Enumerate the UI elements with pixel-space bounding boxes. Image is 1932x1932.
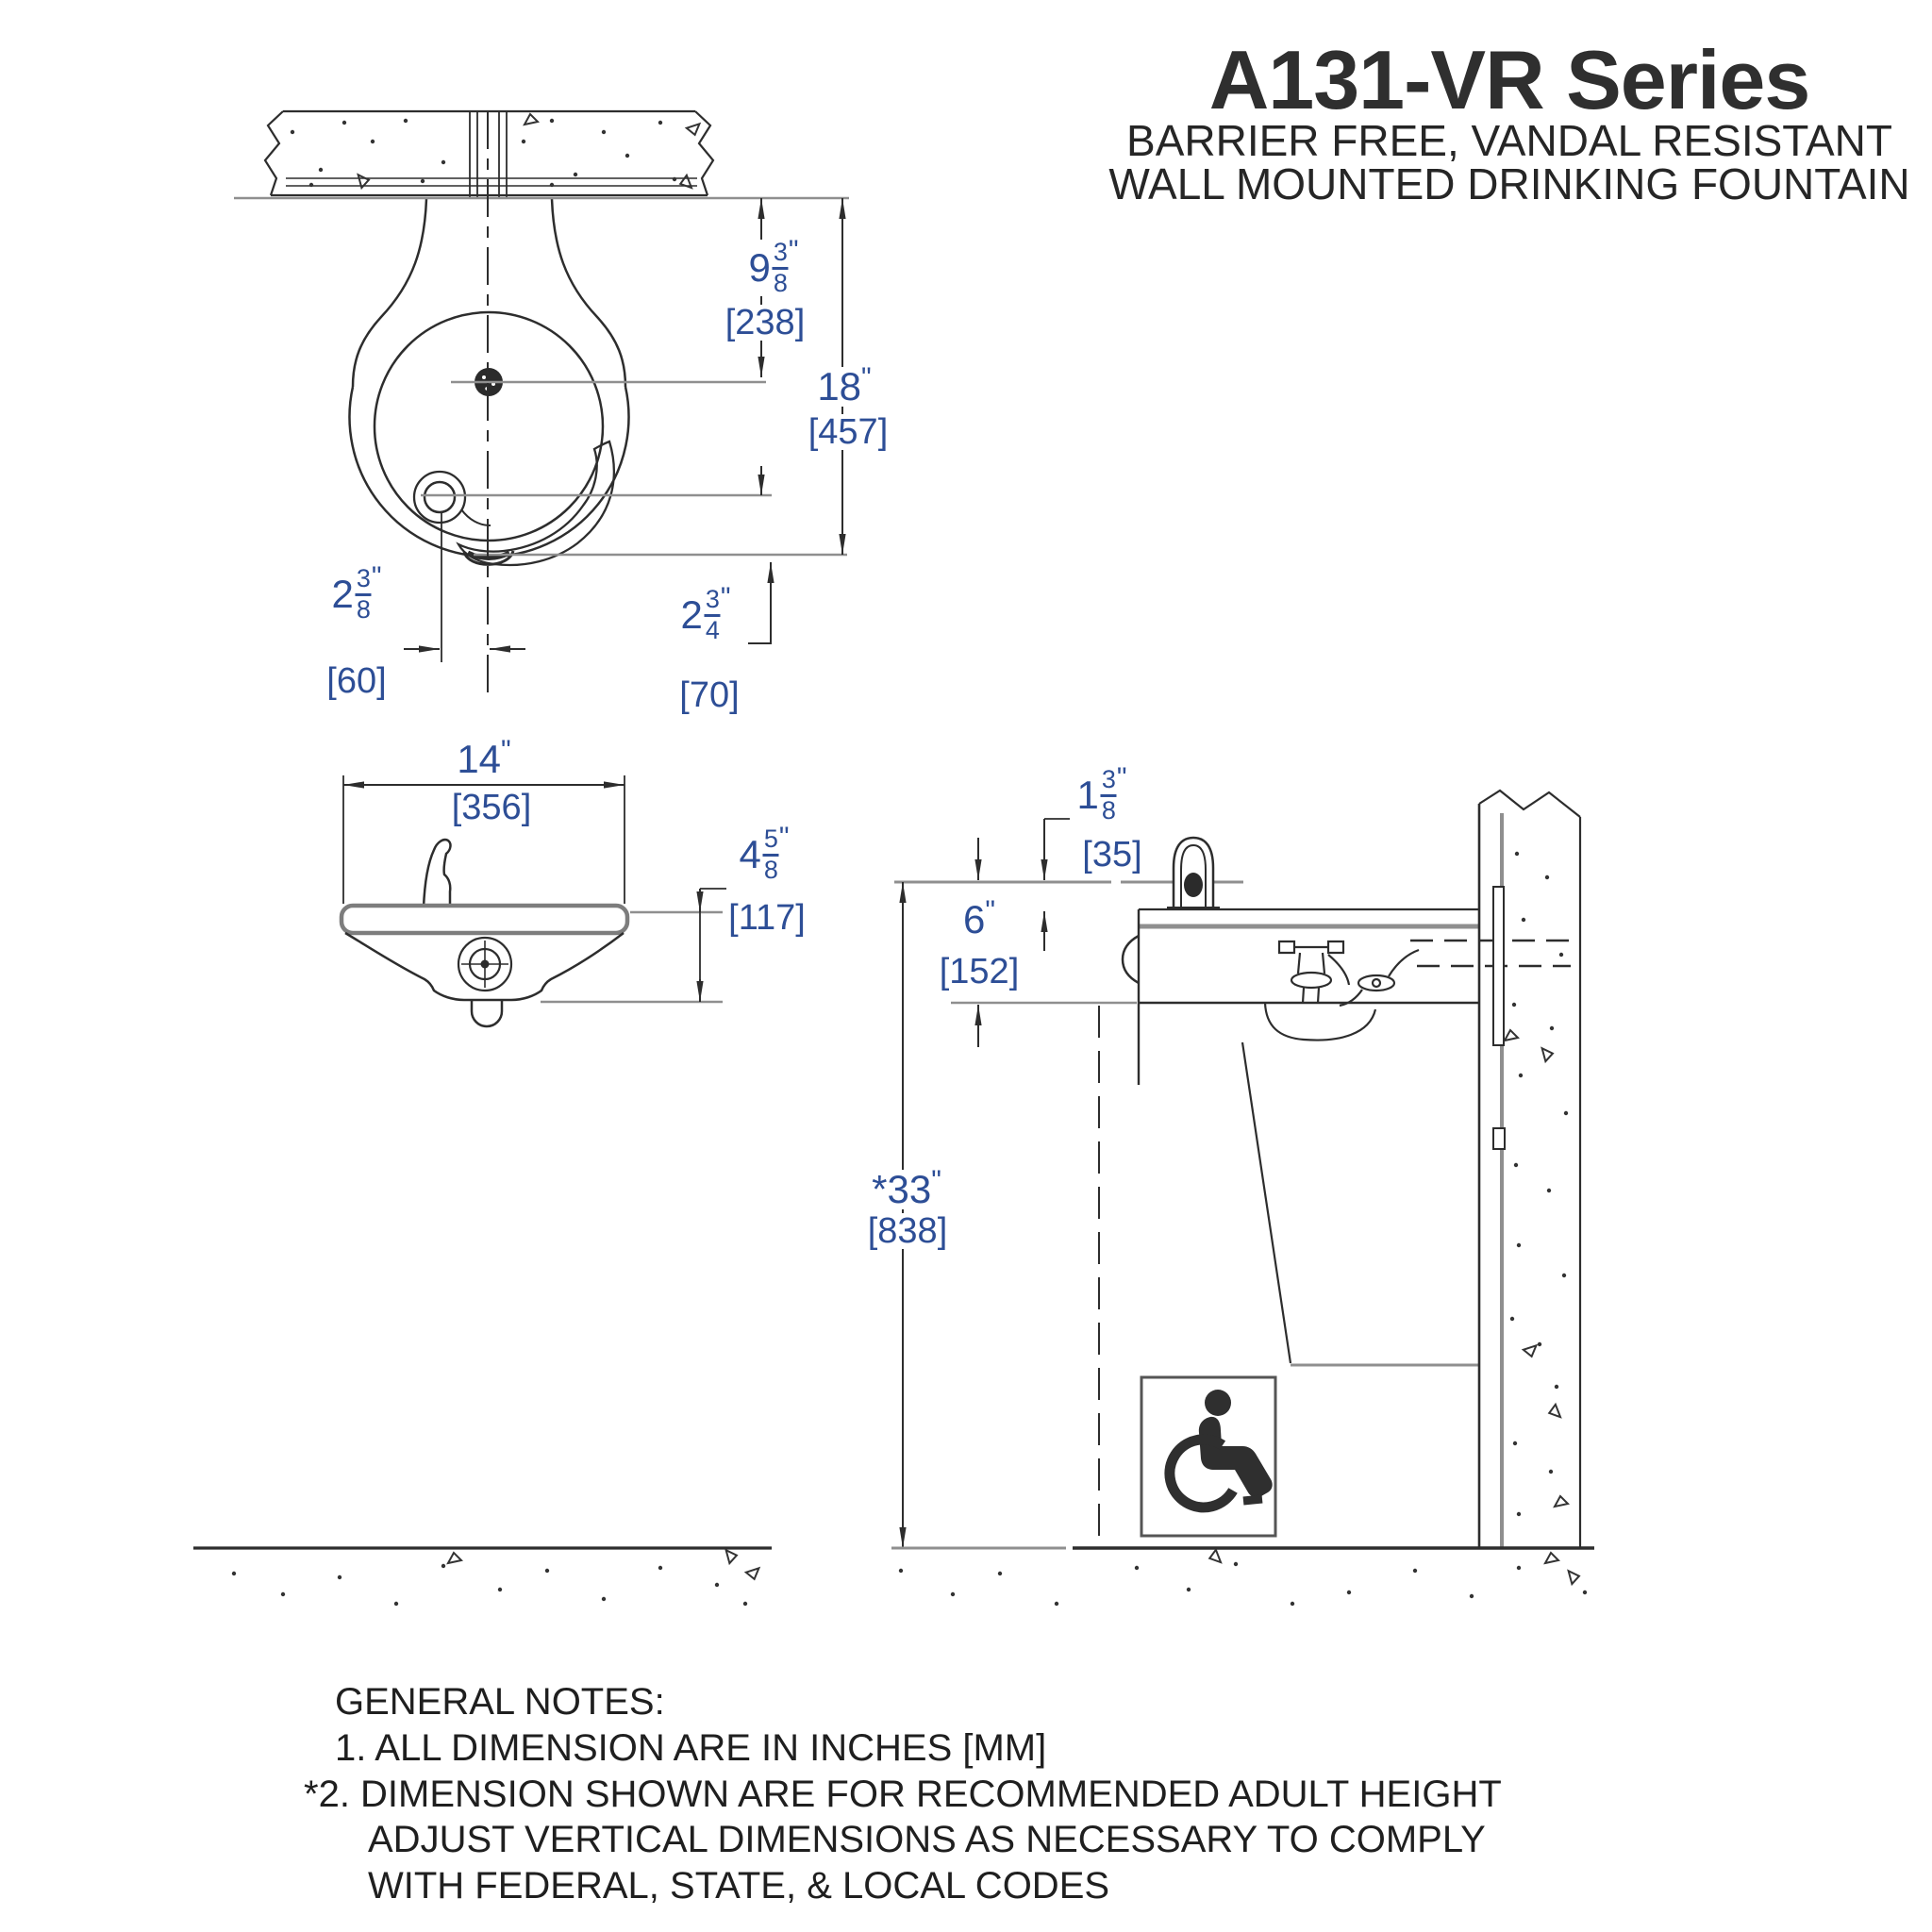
waste-outlet [470, 1000, 504, 1028]
dim-button-offset-mm: [60] [324, 663, 390, 699]
dim-value: 9 [748, 245, 771, 290]
note-line-3: ADJUST VERTICAL DIMENSIONS AS NECESSARY … [368, 1819, 1486, 1860]
wall-section-plan [263, 109, 715, 199]
side-view-drawing [894, 789, 1582, 1548]
note-line-2: *2. DIMENSION SHOWN ARE FOR RECOMMENDED … [304, 1774, 1502, 1815]
supply-lines-hidden [1410, 939, 1571, 968]
trap [1263, 1002, 1377, 1041]
front-view-drawing [339, 775, 726, 1028]
wheelchair-icon [1140, 1375, 1277, 1538]
mounting-plate [1492, 886, 1505, 1046]
spout-guard [456, 440, 615, 567]
valve-assembly [1263, 940, 1420, 1041]
dim-width-mm: [356] [448, 790, 535, 825]
top-view-reference-lines [234, 196, 849, 557]
body-height-dimension [541, 888, 726, 1004]
floor-line [193, 1546, 1594, 1607]
dim-bubbler-height-mm: [35] [1079, 837, 1145, 873]
push-button-collar [412, 470, 467, 525]
fountain-body-side [1121, 908, 1479, 1085]
top-view-drawing [234, 109, 849, 698]
page-title: A131-VR Series [1208, 33, 1811, 126]
basin-underside [344, 931, 625, 1002]
dim-body-depth-mm: [152] [936, 954, 1023, 990]
concrete-stipple [1503, 851, 1571, 1517]
note-line-4: WITH FEDERAL, STATE, & LOCAL CODES [368, 1865, 1110, 1907]
fountain-rim-front [339, 903, 630, 936]
dim-overall-depth-mm: [457] [805, 414, 891, 450]
dim-body-depth: 6" [959, 897, 999, 940]
notes-heading: GENERAL NOTES: [335, 1681, 665, 1723]
bubbler-front-profile [422, 838, 452, 909]
dim-rim-height: *33" [869, 1167, 944, 1209]
wall-section-side [1477, 789, 1582, 1548]
mounting-bracket [1492, 1127, 1506, 1150]
dim-rim-height-mm: [838] [864, 1213, 951, 1249]
dim-bubbler-setback-mm: [238] [722, 305, 808, 341]
waste-line [1241, 1041, 1479, 1367]
bubbler-side [1167, 836, 1220, 910]
dim-body-height-mm: [117] [725, 900, 808, 936]
subtitle-line-1: BARRIER FREE, VANDAL RESISTANT [1126, 116, 1892, 165]
push-button [423, 480, 457, 514]
drain-fitting [457, 936, 513, 992]
dim-width: 14" [454, 737, 514, 779]
ground-stipple [231, 1547, 1588, 1607]
push-button-side [1121, 934, 1140, 985]
dim-spout-offset-mm: [70] [676, 677, 742, 713]
subtitle-line-2: WALL MOUNTED DRINKING FOUNTAIN [1108, 159, 1910, 208]
bowl-outer-edge [348, 386, 630, 558]
concrete-stipple [290, 112, 702, 191]
note-line-1: 1. ALL DIMENSION ARE IN INCHES [MM] [335, 1727, 1047, 1769]
dim-overall-depth: 18" [814, 364, 874, 407]
top-view-centerlines [441, 111, 489, 698]
